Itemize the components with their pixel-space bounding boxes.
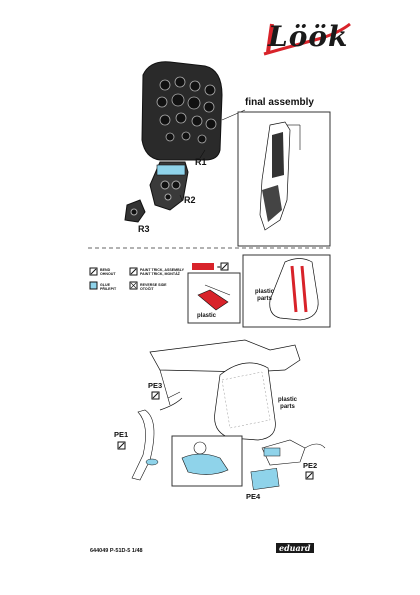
part-label-pe4: PE4 [246, 492, 261, 501]
brand-logo: Löök [262, 18, 352, 58]
part-label-pe1: PE1 [114, 430, 129, 439]
footer-brand-text: eduard [279, 543, 311, 553]
console-part [149, 161, 189, 211]
bottom-assembly [131, 339, 326, 491]
legend-icons [89, 267, 138, 290]
part-label-pe3: PE3 [148, 381, 163, 390]
label-plastic-parts-1: plastic parts [255, 289, 275, 302]
footer-code: 644049 P-51D-5 1/48 [90, 548, 143, 554]
pe-bend-icons [117, 391, 314, 480]
small-part [124, 199, 146, 223]
instrument-panel-part [141, 61, 223, 161]
footer-brand: eduard [276, 543, 314, 553]
legend-reverse: REVERSE SIDE OTOČIT [140, 283, 167, 292]
svg-text:=: = [217, 265, 221, 271]
part-label-r2: R2 [184, 195, 196, 205]
label-plastic-1: plastic [197, 313, 217, 319]
legend-bend: BEND OHNOUT [100, 268, 116, 277]
part-label-r3: R3 [138, 224, 150, 234]
logo-text: Löök [268, 20, 349, 53]
legend-paint: PAINT TRICK, ASSEMBLY PAINT TRICK, MONTÁ… [140, 268, 184, 277]
part-label-r1: R1 [195, 157, 207, 167]
logo-swoosh [263, 22, 351, 56]
legend-glue: GLUE PŘILEPIT [100, 283, 117, 292]
final-assembly-drawing [259, 121, 301, 231]
part-label-pe2: PE2 [303, 461, 318, 470]
final-assembly-title: final assembly [245, 97, 314, 108]
seat-drawing [269, 258, 319, 321]
paint-swatch-red [192, 263, 214, 270]
label-plastic-parts-2: plastic parts [278, 397, 298, 410]
